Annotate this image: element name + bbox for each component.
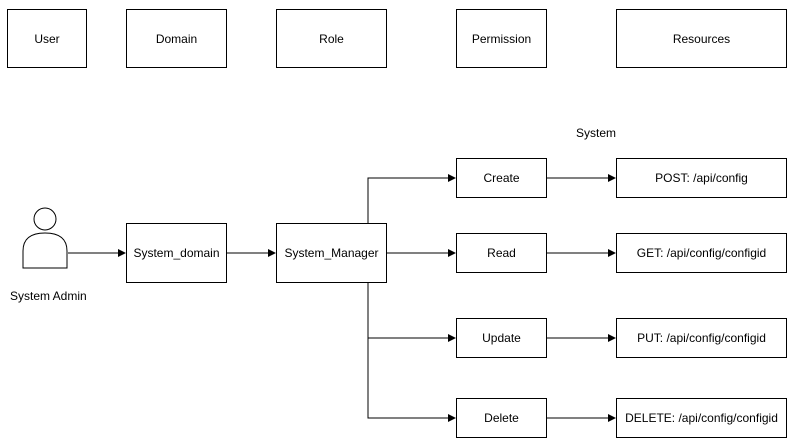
header-role: Role xyxy=(276,9,387,68)
permission-label: Update xyxy=(482,331,521,345)
resource-label: POST: /api/config xyxy=(655,171,748,185)
header-resources: Resources xyxy=(616,9,787,68)
header-domain-label: Domain xyxy=(155,31,198,46)
header-domain: Domain xyxy=(126,9,227,68)
resource-label: GET: /api/config/configid xyxy=(636,246,767,260)
header-permission-label: Permission xyxy=(471,31,532,46)
resource-label: DELETE: /api/config/configid xyxy=(625,411,778,425)
user-icon xyxy=(22,207,68,269)
role-node: System_Manager xyxy=(276,223,387,283)
permission-delete: Delete xyxy=(456,398,547,438)
permission-update: Update xyxy=(456,318,547,358)
header-user-label: User xyxy=(34,31,60,46)
resource-put: PUT: /api/config/configid xyxy=(616,318,787,358)
permission-label: Create xyxy=(483,171,520,185)
resource-label: PUT: /api/config/configid xyxy=(637,331,766,345)
resource-group-label: System xyxy=(576,126,617,140)
domain-node-label: System_domain xyxy=(133,246,220,260)
header-role-label: Role xyxy=(319,31,344,46)
permission-label: Delete xyxy=(484,411,519,425)
header-user: User xyxy=(7,9,87,68)
header-permission: Permission xyxy=(456,9,547,68)
edge-role-update xyxy=(367,283,456,342)
resource-post: POST: /api/config xyxy=(616,158,787,198)
header-resources-label: Resources xyxy=(672,31,731,46)
resource-delete: DELETE: /api/config/configid xyxy=(616,398,787,438)
domain-node: System_domain xyxy=(126,223,227,283)
permission-create: Create xyxy=(456,158,547,198)
edge-role-create xyxy=(367,174,456,238)
edge-role-delete xyxy=(367,338,456,422)
permission-read: Read xyxy=(456,233,547,273)
permission-label: Read xyxy=(487,246,516,260)
resource-get: GET: /api/config/configid xyxy=(616,233,787,273)
actor-label: System Admin xyxy=(10,289,87,303)
role-node-label: System_Manager xyxy=(284,246,379,260)
